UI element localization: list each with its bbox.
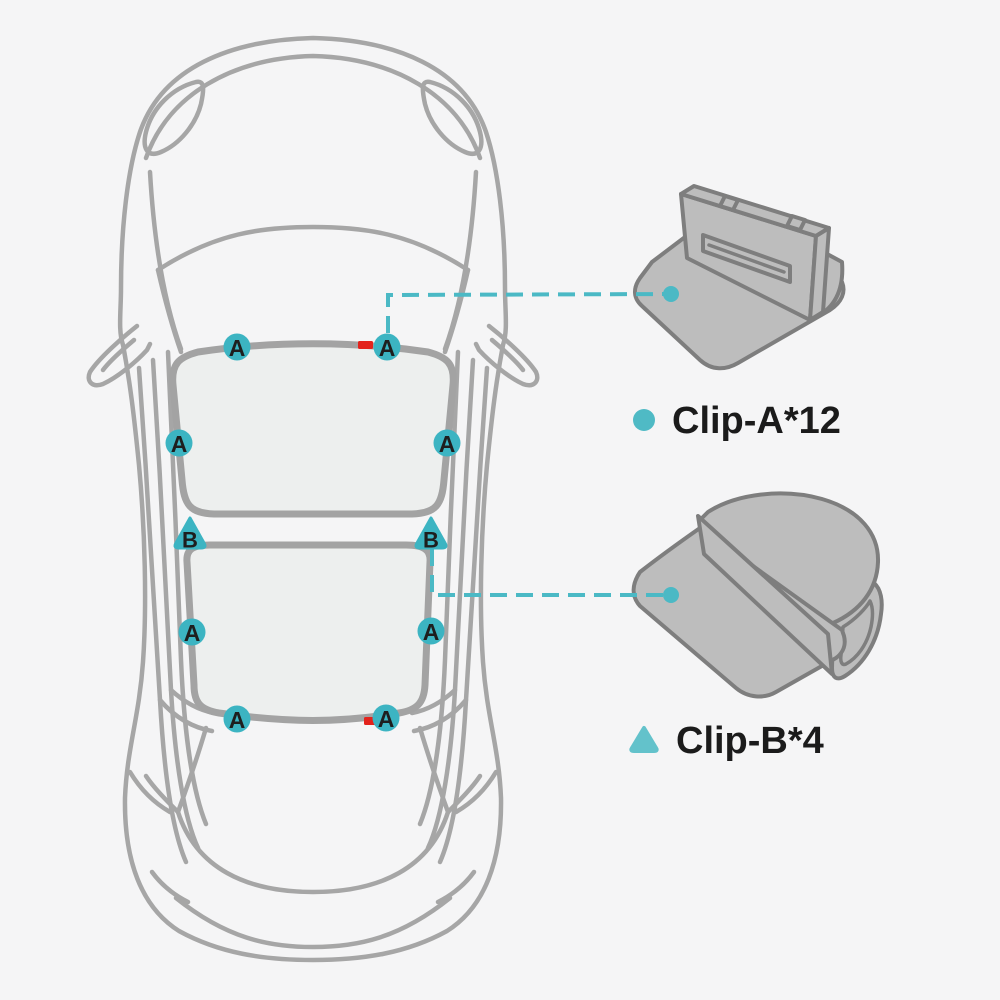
headlight-left — [142, 79, 206, 156]
side-line-right-1 — [437, 365, 490, 865]
trunk-side-left — [143, 773, 181, 815]
bumper-cut-left — [149, 869, 191, 905]
callout-line-clip-a — [386, 292, 672, 333]
marker-letter: A — [229, 707, 246, 733]
marker-letter: B — [423, 528, 439, 553]
clip-a-rail-end — [808, 226, 831, 322]
callout-dot-clip-b — [663, 587, 679, 603]
mirror-left-fold — [100, 337, 137, 373]
red-alignment-mark — [358, 341, 373, 349]
clip-b-dome — [698, 491, 881, 643]
callout-line-clip-b — [430, 549, 671, 597]
marker-circle-icon — [178, 618, 206, 646]
marker-triangle-icon — [173, 516, 207, 550]
rear-bumper-line — [173, 895, 453, 950]
hood-cowl-line — [155, 224, 471, 273]
bumper-cut-right — [435, 869, 477, 905]
clip-b-side-slot-inner — [839, 599, 875, 667]
c-pillar-left — [175, 725, 209, 815]
clip-b-base-plate — [631, 526, 847, 699]
clip-marker-b: B — [173, 516, 207, 553]
headlight-right — [420, 79, 484, 156]
marker-triangle-icon — [414, 516, 448, 550]
clip-marker-a: A — [223, 705, 251, 733]
marker-circle-icon — [223, 705, 251, 733]
marker-letter: A — [378, 706, 395, 732]
clip-marker-a: A — [373, 333, 401, 361]
door-cut-right-2 — [409, 687, 458, 716]
clip-marker-a: A — [165, 429, 193, 457]
rear-glass-panel — [183, 541, 434, 724]
marker-circle-icon — [417, 617, 445, 645]
clip-marker-b: B — [414, 516, 448, 553]
a-pillar-left-inner — [155, 267, 184, 355]
legend: Clip-A*12 Clip-B*4 — [629, 400, 841, 762]
legend-clip-a-bullet-icon — [633, 409, 655, 431]
c-pillar-right — [417, 725, 451, 815]
legend-clip-a-label: Clip-A*12 — [672, 400, 841, 442]
marker-letter: A — [439, 431, 456, 457]
marker-letter: A — [171, 431, 188, 457]
car-body-outline — [117, 35, 509, 963]
a-pillar-right-inner — [442, 267, 471, 355]
marker-letter: A — [184, 620, 201, 646]
side-line-left-1 — [136, 365, 189, 865]
side-line-left-2 — [150, 357, 201, 851]
clip-b-illustration — [631, 491, 884, 699]
mirror-left — [86, 323, 153, 388]
clip-b-ridge — [696, 514, 834, 676]
marker-circle-icon — [372, 704, 400, 732]
clip-marker-a: A — [372, 704, 400, 732]
legend-clip-b-label: Clip-B*4 — [676, 720, 824, 762]
mirror-right — [473, 323, 540, 388]
clip-a-notch-1 — [718, 194, 740, 212]
clip-position-markers: A A A A B B A A A A — [165, 333, 461, 733]
callout-dot-clip-a — [663, 286, 679, 302]
clip-marker-a: A — [417, 617, 445, 645]
trunk-side-right — [445, 773, 483, 815]
rear-fender-cut-right — [453, 769, 499, 815]
clip-marker-a: A — [433, 429, 461, 457]
marker-letter: A — [229, 335, 246, 361]
callout-lines — [386, 286, 679, 603]
marker-letter: A — [423, 619, 440, 645]
legend-clip-b-bullet-icon — [629, 726, 659, 753]
front-inner-rim — [143, 53, 483, 161]
clip-a-channel-line — [707, 243, 786, 274]
marker-circle-icon — [223, 333, 251, 361]
front-glass-panel — [169, 340, 457, 518]
marker-letter: B — [182, 528, 198, 553]
rear-fender-cut-left — [127, 769, 173, 815]
clip-marker-a: A — [223, 333, 251, 361]
clip-marker-a: A — [178, 618, 206, 646]
side-line-right-2 — [425, 357, 476, 851]
glass-panels — [169, 340, 457, 724]
marker-letter: A — [379, 335, 396, 361]
mirror-right-fold — [489, 337, 526, 373]
marker-circle-icon — [433, 429, 461, 457]
rear-window-line — [175, 809, 451, 895]
clip-a-illustration — [633, 184, 846, 371]
marker-circle-icon — [165, 429, 193, 457]
marker-circle-icon — [373, 333, 401, 361]
clip-a-notch-2 — [785, 214, 807, 232]
